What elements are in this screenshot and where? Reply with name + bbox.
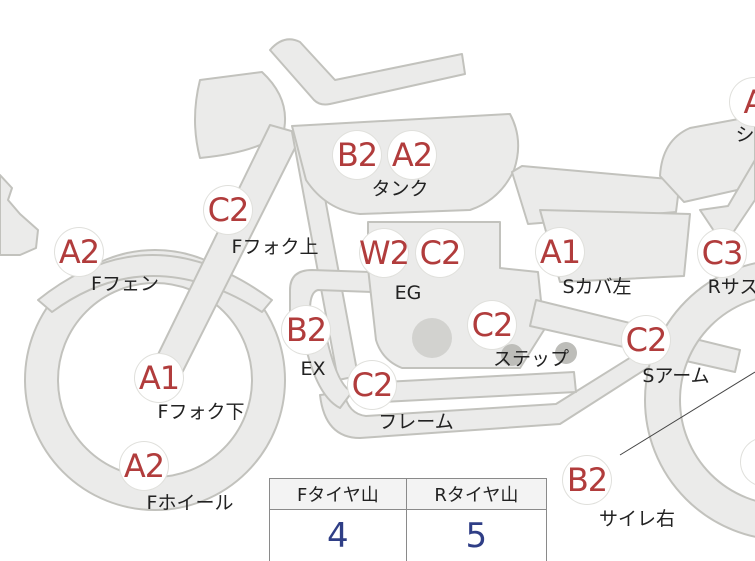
handlebar-shape <box>269 38 466 106</box>
engine-cover <box>412 318 452 358</box>
label-fork-lower: Fフォク下 <box>157 401 245 423</box>
grade-code: B2 <box>563 456 611 504</box>
seat-shape <box>659 115 755 203</box>
label-fork-upper: Fフォク上 <box>231 236 319 258</box>
grade-code: C2 <box>622 316 670 364</box>
label-frame: フレーム <box>378 411 454 433</box>
label-silencer-right: サイレ右 <box>598 508 676 530</box>
grade-code: A2 <box>55 228 103 276</box>
rear-tire-value: 5 <box>405 509 548 561</box>
label-fender: Fフェン <box>91 273 159 295</box>
grade-code: A2 <box>388 131 436 179</box>
grade-code: C3 <box>698 229 746 277</box>
step-peg-right <box>555 342 577 364</box>
tire-tread-table: Fタイヤ山 Rタイヤ山 4 5 <box>269 478 548 561</box>
grade-code: C2 <box>204 186 252 234</box>
grade-code: A1 <box>536 228 584 276</box>
grade-code: B2 <box>282 306 330 354</box>
headlight-shape <box>194 71 286 159</box>
grade-code: B2 <box>333 131 381 179</box>
grade-code: A1 <box>135 354 183 402</box>
front-tire-value: 4 <box>269 509 407 561</box>
grade-code: A2 <box>120 442 168 490</box>
table-header-row: Fタイヤ山 Rタイヤ山 <box>269 478 548 510</box>
label-swing-arm: Sアーム <box>642 365 710 387</box>
step-peg-left <box>501 344 523 366</box>
label-seat: シ <box>735 124 755 146</box>
grade-code: W2 <box>359 229 410 277</box>
grade-code: C2 <box>416 229 464 277</box>
label-step: ステップ <box>492 348 570 370</box>
label-exhaust: EX <box>300 358 326 380</box>
front-tire-header: Fタイヤ山 <box>269 478 407 510</box>
grade-code: C2 <box>348 361 396 409</box>
label-side-cover-left: Sカバ左 <box>562 276 632 298</box>
table-row: 4 5 <box>269 509 548 561</box>
label-engine: EG <box>394 282 422 304</box>
label-tank: タンク <box>371 178 429 200</box>
mirror-shape <box>0 174 39 256</box>
silencer-leader-line <box>619 371 755 456</box>
label-front-wheel: Fホイール <box>146 492 234 514</box>
rear-wheel-shape <box>644 262 755 538</box>
label-rear-suspension: Rサス <box>707 276 755 298</box>
grade-code: C2 <box>468 301 516 349</box>
rear-tire-header: Rタイヤ山 <box>405 478 548 510</box>
